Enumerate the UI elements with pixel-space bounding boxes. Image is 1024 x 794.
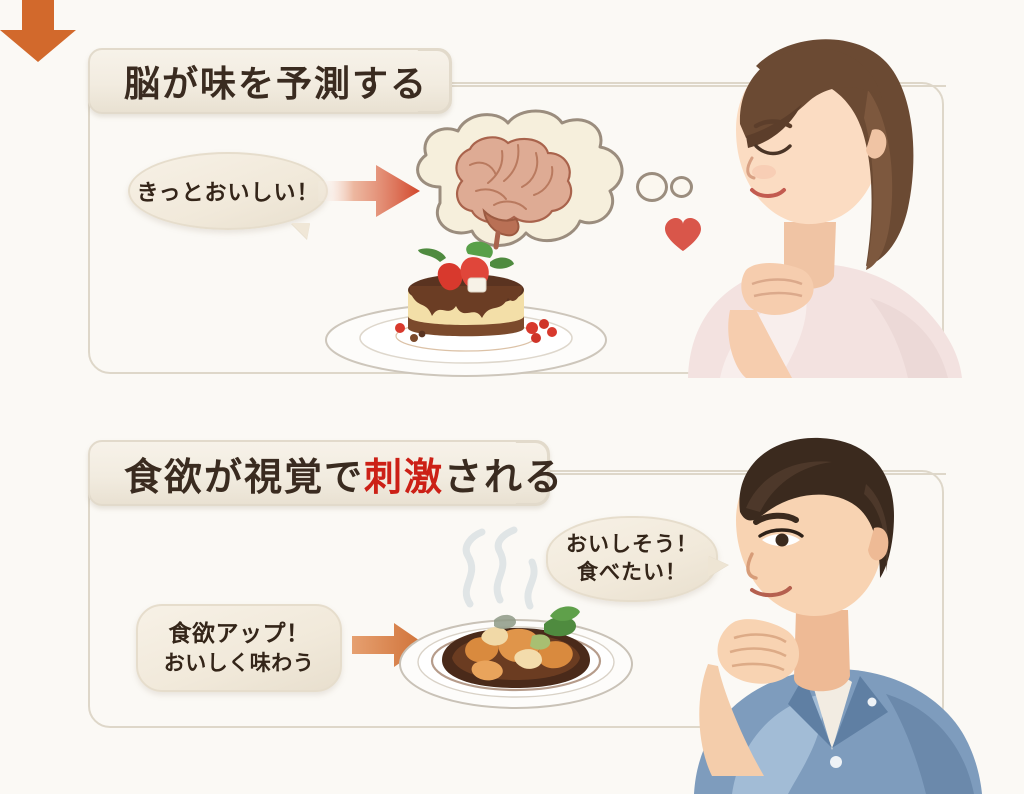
arrow-right-icon-top bbox=[318, 163, 420, 219]
illustration-woman-smiling bbox=[660, 26, 996, 378]
bubble-tail-icon bbox=[708, 556, 728, 577]
thought-cloud-brain bbox=[400, 105, 652, 265]
bubble-oishisou-line-1: おいしそう！ bbox=[566, 532, 698, 557]
arrow-down-icon-connector bbox=[0, 0, 76, 62]
speech-bubble-oishisou-tabetai: おいしそう！ 食べたい！ bbox=[546, 516, 728, 602]
bubble-shokuyoku-line-2: おいしく味わう bbox=[163, 651, 315, 676]
ribbon-top-label: 脳が味を予測する bbox=[124, 55, 428, 107]
illustration-chocolate-cake bbox=[316, 240, 616, 380]
bubble-oishisou-line-2: 食べたい！ bbox=[577, 560, 687, 584]
heart-icon bbox=[664, 218, 702, 252]
thought-dot-large-icon bbox=[636, 172, 668, 202]
ribbon-bottom-text-2: される bbox=[444, 454, 565, 499]
thought-dot-small-icon bbox=[670, 176, 693, 198]
ribbon-banner-top: 脳が味を予測する bbox=[88, 48, 452, 114]
ribbon-connector-line-top bbox=[450, 85, 946, 87]
ribbon-bottom-label: 食欲が視覚で刺激される bbox=[124, 446, 564, 501]
ribbon-bottom-text-1: 食欲が視覚で bbox=[124, 454, 365, 499]
ribbon-top-text-1: 脳が味を予測する bbox=[124, 64, 429, 105]
speech-bubble-shokuyoku-up: 食欲アップ！ おいしく味わう bbox=[136, 604, 342, 692]
ribbon-bottom-text-highlight: 刺激 bbox=[364, 454, 445, 499]
speech-bubble-kitto-oishii: きっとおいしい！ bbox=[128, 152, 328, 239]
bubble-kitto-line-1: きっとおいしい！ bbox=[136, 181, 320, 206]
illustration-man-hand-on-chin bbox=[636, 432, 996, 794]
bubble-tail-icon bbox=[291, 223, 310, 239]
bubble-shokuyoku-line-1: 食欲アップ！ bbox=[168, 620, 310, 647]
illustration-beef-stew-plate bbox=[396, 526, 636, 714]
ribbon-banner-bottom: 食欲が視覚で刺激される bbox=[88, 440, 562, 506]
